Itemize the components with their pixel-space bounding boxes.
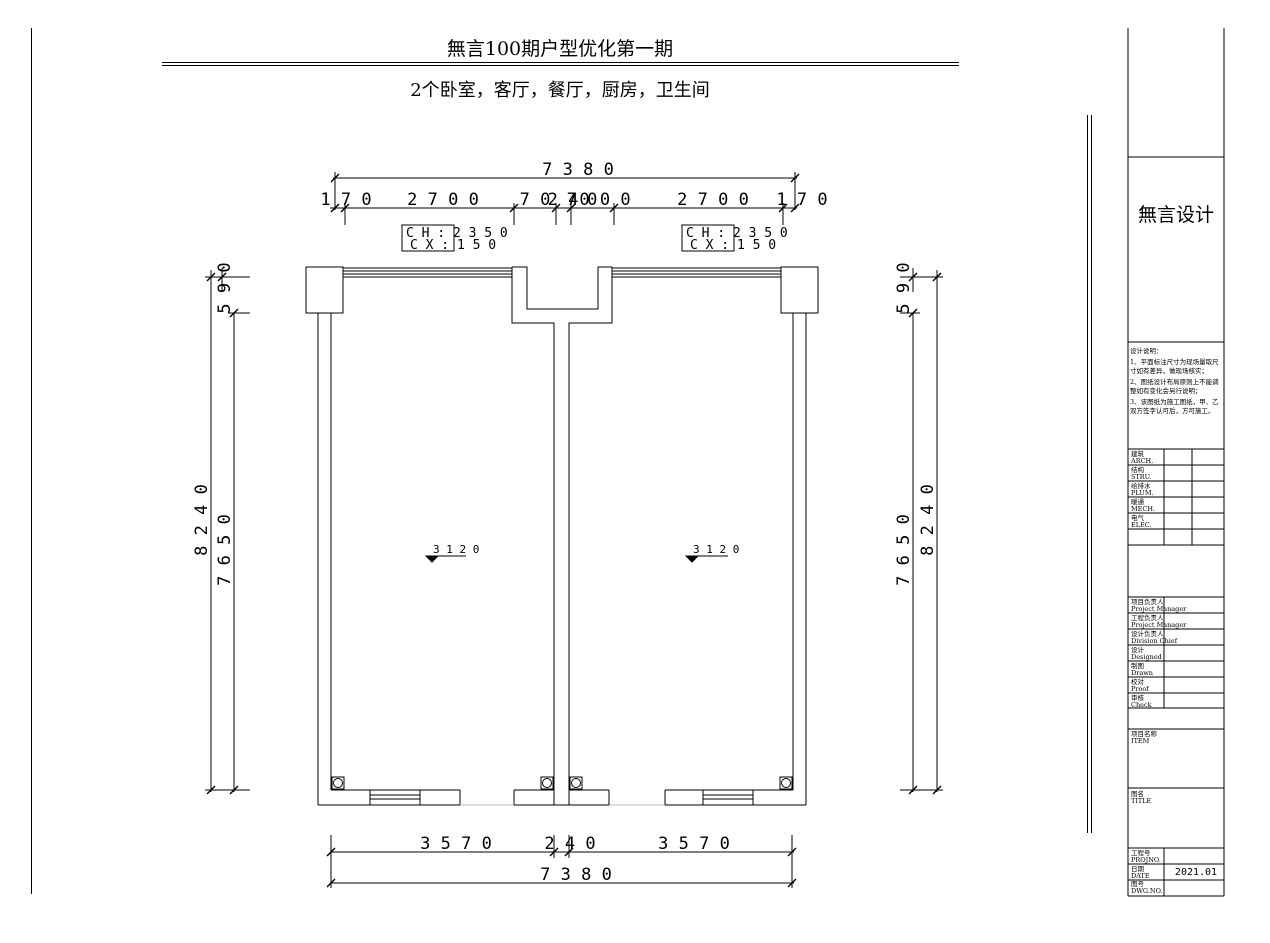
drawing-subtitle: 2个卧室，客厅，餐厅，厨房，卫生间: [410, 80, 710, 101]
central-notch-wall: [512, 266, 612, 310]
dim-top-seg-7: 2 7 0 0: [677, 190, 749, 210]
level-mark-right: [684, 555, 728, 563]
window-tag-box-left: [401, 224, 455, 252]
date-value: 2021.01: [1174, 867, 1218, 878]
window-tag-ch-left: C H : 2 3 5 0: [406, 226, 508, 241]
dim-bottom-seg-2: 2 4 0: [544, 834, 595, 854]
window-tag-box-right: [681, 224, 735, 252]
window-tag-ch-right: C H : 2 3 5 0: [686, 226, 788, 241]
dim-left-top-label: 5 9 0: [215, 262, 235, 313]
design-note-3: 3、该图纸为施工图纸，甲、乙双方签字认可后，方可施工。: [1130, 398, 1219, 415]
dim-right-top-label: 5 9 0: [894, 262, 914, 313]
page-frame-left: [31, 28, 32, 894]
titleblock-divider-double: [1087, 115, 1092, 833]
window-bottom-left: [369, 789, 421, 806]
dim-bottom-seg-3: 3 5 7 0: [658, 834, 730, 854]
dim-top-seg-2: 2 7 0 0: [407, 190, 479, 210]
design-note-1: 1、平面标注尺寸为现场量取尺寸如有差异，做现场核实；: [1130, 358, 1219, 375]
window-bottom-right: [702, 789, 754, 806]
floor-plan: 7 3 8 0 1 7 0 2 7 0 0 7 0 2 4 7 0 0 0 0 …: [192, 160, 943, 888]
title-block: [1127, 28, 1225, 897]
level-mark-right-label: 3 1 2 0: [693, 543, 739, 556]
dim-top-seg-3: 7 0: [520, 190, 551, 210]
dim-top-seg-8: 1 7 0: [776, 190, 827, 210]
dim-top-seg-1: 1 7 0: [320, 190, 371, 210]
drawing-title: 無言100期户型优化第一期: [446, 38, 674, 60]
design-note-2: 2、图纸设计布局原则上不能调整如有变化会另行说明；: [1130, 378, 1219, 395]
dim-right-inner-label: 7 6 5 0: [894, 514, 914, 586]
dim-top-seg-5: 7 0: [567, 190, 598, 210]
dim-bottom-total-label: 7 3 8 0: [540, 865, 612, 885]
dim-top-total-label: 7 3 8 0: [542, 160, 614, 180]
level-mark-left-label: 3 1 2 0: [433, 543, 479, 556]
title-underline-double: [162, 62, 959, 66]
dim-left-inner-label: 7 6 5 0: [215, 514, 235, 586]
design-notes: 设计说明： 1、平面标注尺寸为现场量取尺寸如有差异，做现场核实； 2、图纸设计布…: [1130, 347, 1224, 418]
column-top-left: [305, 266, 344, 314]
dim-left-outer-label: 8 2 4 0: [192, 484, 212, 556]
column-top-right: [780, 266, 819, 314]
dim-top-seg-4: 2 4: [548, 190, 579, 210]
firm-name: 無言设计: [1137, 204, 1214, 226]
level-mark-left: [424, 555, 466, 563]
dim-right-outer-label: 8 2 4 0: [918, 484, 938, 556]
window-tag-cx-right: C X : 1 5 0: [690, 238, 776, 253]
dim-top-seg-6: 0 0 0: [579, 190, 630, 210]
window-tag-cx-left: C X : 1 5 0: [410, 238, 496, 253]
design-notes-heading: 设计说明：: [1130, 347, 1163, 355]
dim-bottom-seg-1: 3 5 7 0: [420, 834, 492, 854]
